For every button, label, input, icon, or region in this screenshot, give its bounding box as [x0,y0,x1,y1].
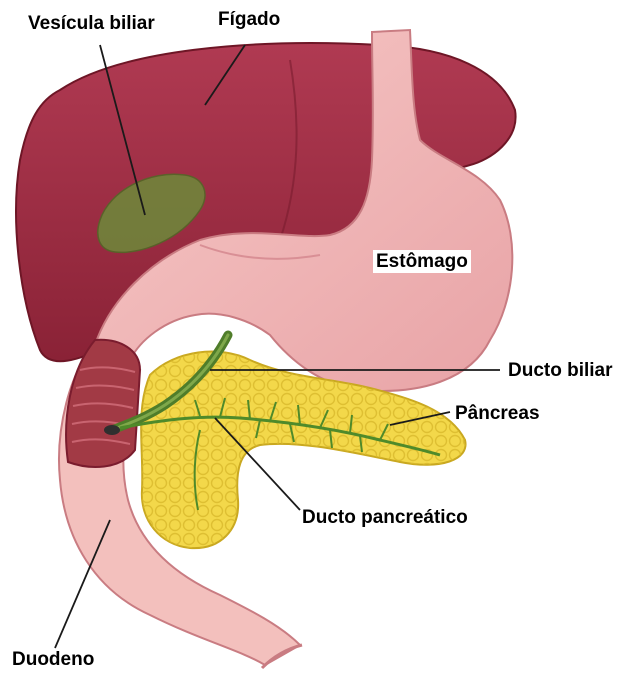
label-duodeno: Duodeno [12,650,94,669]
label-ducto-pancreatico: Ducto pancreático [302,508,468,527]
label-ducto-biliar: Ducto biliar [508,361,613,380]
label-pancreas: Pâncreas [455,404,540,423]
ampulla [104,425,120,435]
label-figado: Fígado [218,10,280,29]
label-vesicula-biliar: Vesícula biliar [28,14,155,33]
label-estomago: Estômago [373,250,471,273]
